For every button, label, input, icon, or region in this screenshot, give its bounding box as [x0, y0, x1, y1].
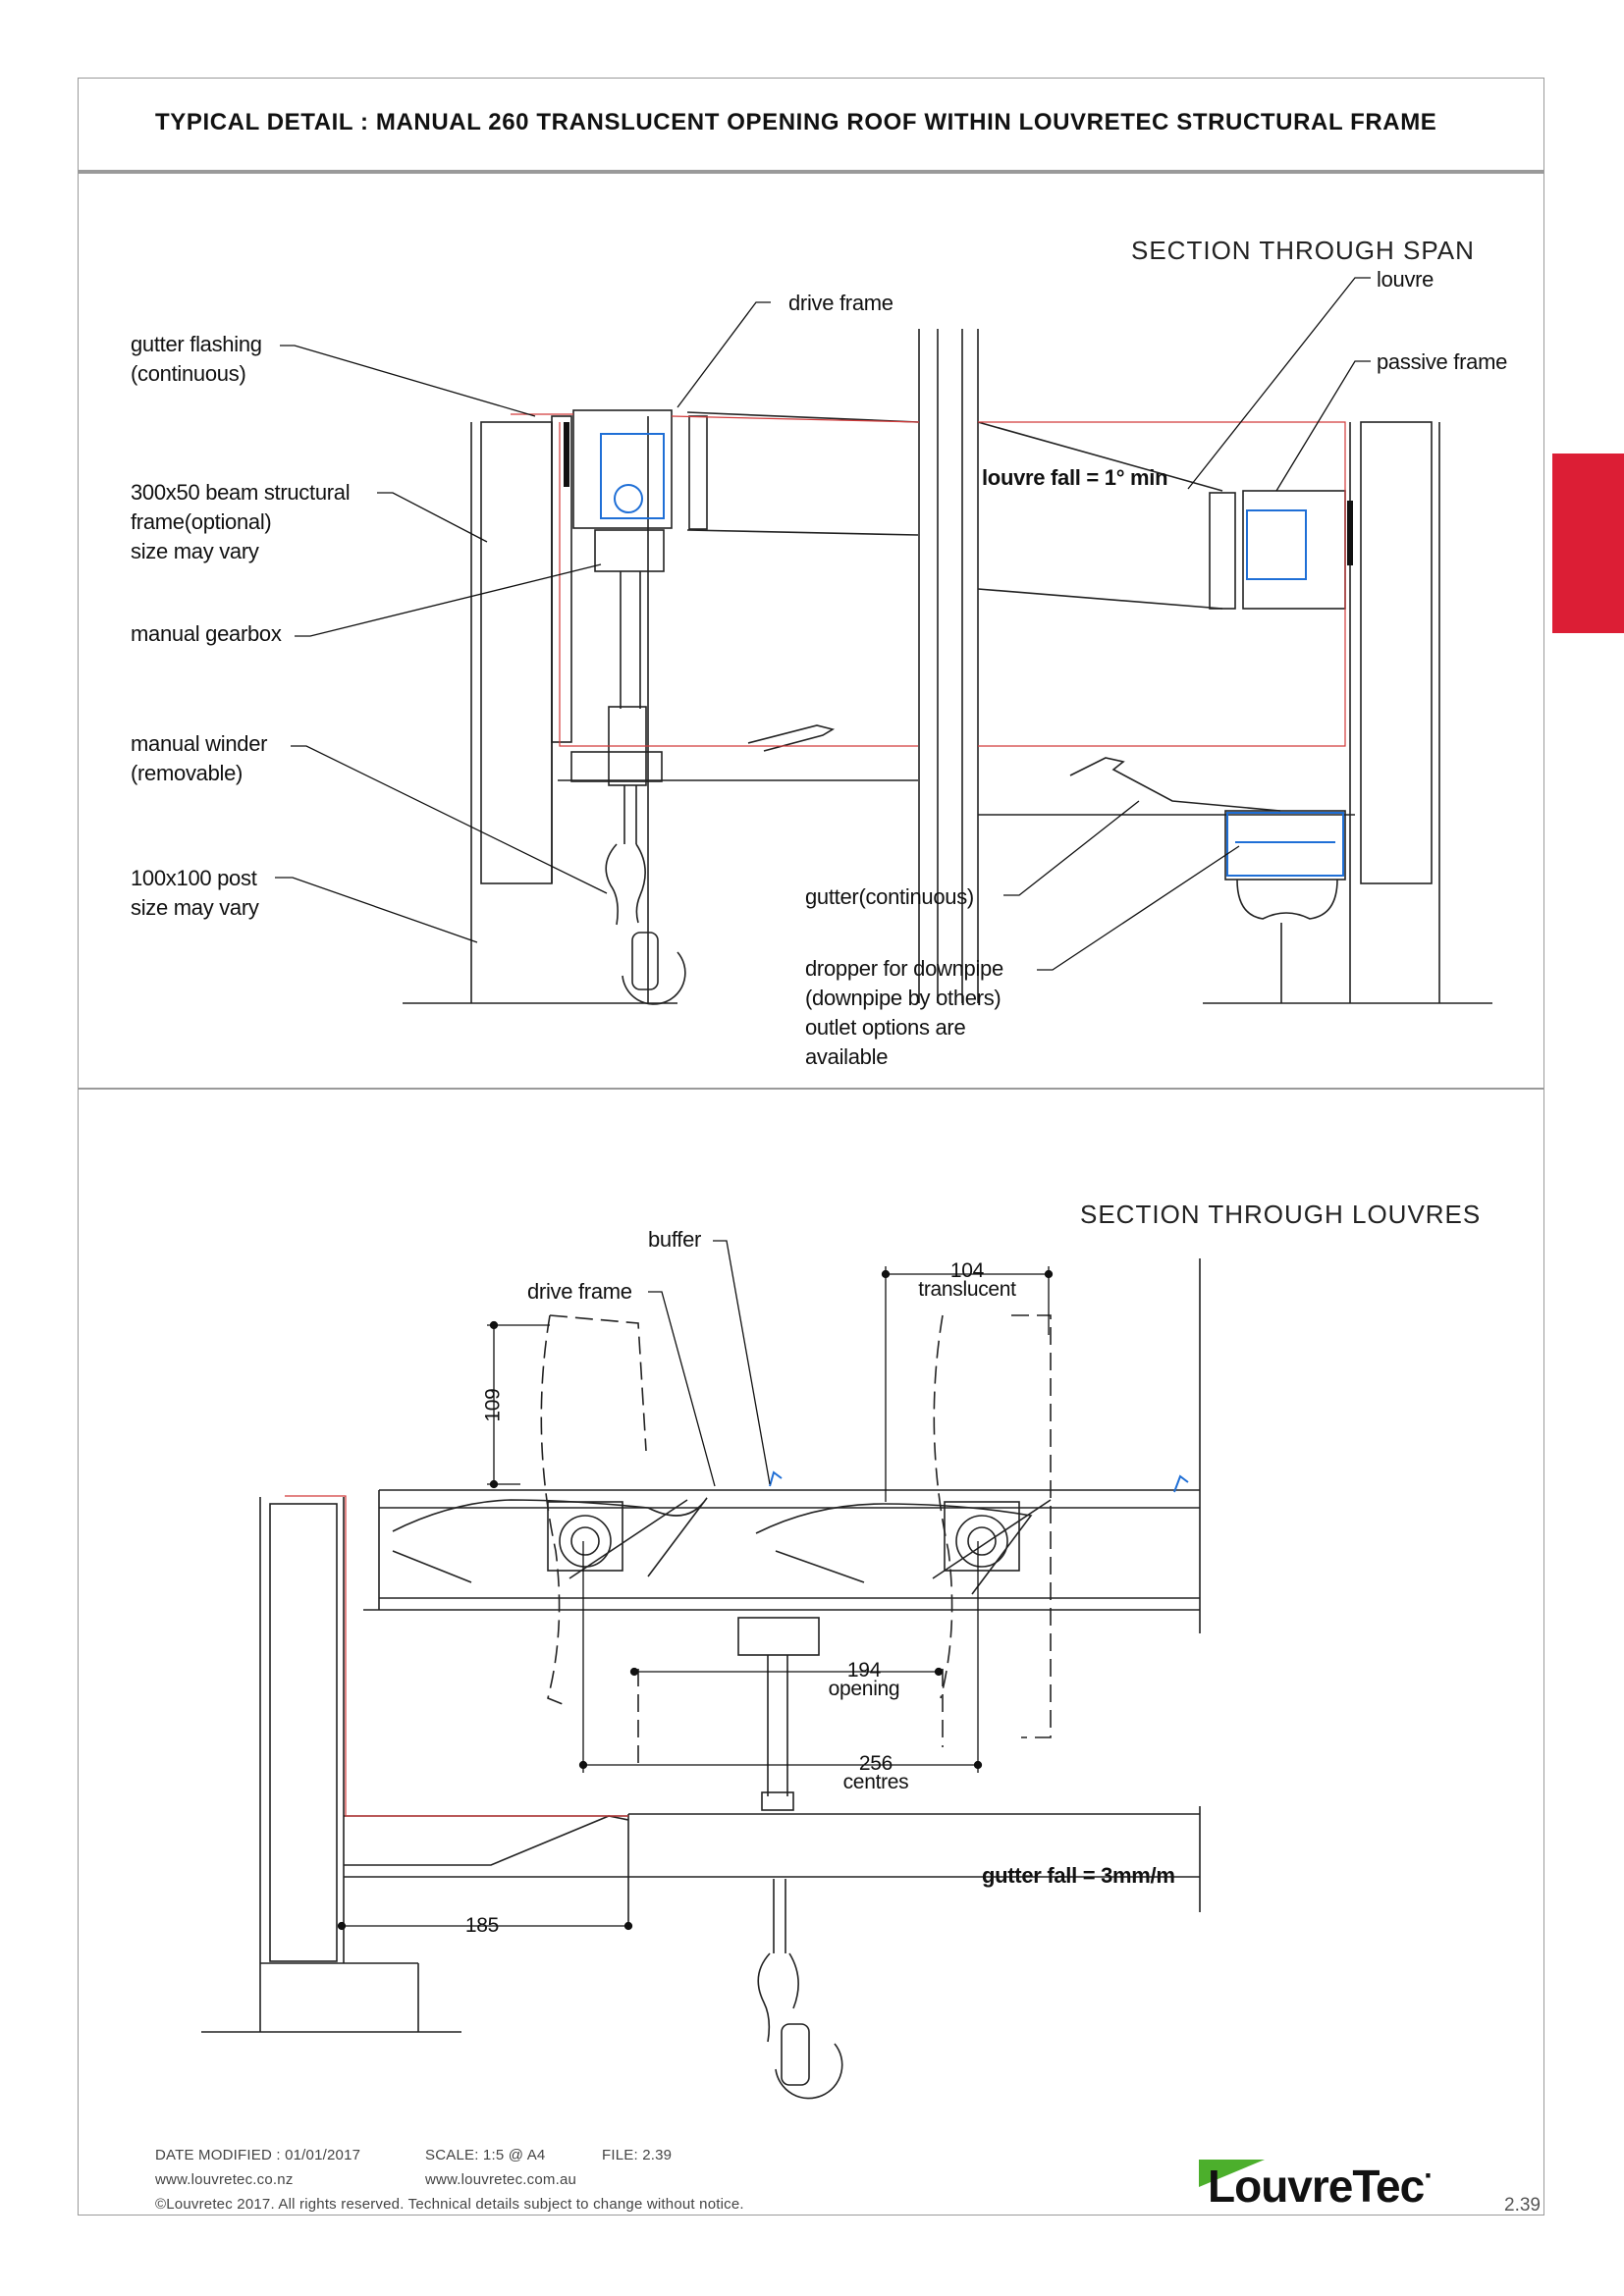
- brand-name: LouvreTec: [1208, 2161, 1425, 2212]
- dim-centres: 256 centres: [842, 1752, 909, 1793]
- label-manual-winder: manual winder(removable): [131, 731, 268, 785]
- dim-translucent: 104 translucent: [918, 1259, 1016, 1301]
- section-tab: [1552, 454, 1624, 633]
- drawing-title: TYPICAL DETAIL : MANUAL 260 TRANSLUCENT …: [155, 109, 1437, 135]
- dim-opening: 194 opening: [828, 1659, 900, 1700]
- footer-file: FILE: 2.39: [602, 2147, 673, 2163]
- section-divider: [78, 1088, 1544, 1090]
- brand-logo: LouvreTec·: [1208, 2160, 1434, 2213]
- span-section-title: SECTION THROUGH SPAN: [1131, 236, 1475, 265]
- footer-copyright: ©Louvretec 2017. All rights reserved. Te…: [155, 2196, 744, 2213]
- drive-frame-box: [572, 409, 673, 529]
- title-divider: [78, 170, 1544, 174]
- louvre-section-title: SECTION THROUGH LOUVRES: [1080, 1200, 1482, 1229]
- label-dropper: dropper for downpipe(downpipe by others)…: [805, 956, 1003, 1069]
- left-post: [480, 421, 553, 884]
- dim-height: 109: [481, 1388, 505, 1422]
- dropper-outlet: [1224, 810, 1346, 881]
- right-post: [1360, 421, 1433, 884]
- label-louvre: louvre: [1377, 267, 1435, 292]
- sheet-border: [78, 78, 1544, 2216]
- label-drive-frame-span: drive frame: [788, 291, 893, 315]
- label-gutter-fall: gutter fall = 3mm/m: [982, 1863, 1175, 1888]
- gearbox: [594, 529, 665, 572]
- passive-frame-box: [1242, 490, 1346, 610]
- brand-mark: ·: [1424, 2160, 1434, 2192]
- label-gutter-flashing: gutter flashing(continuous): [131, 332, 262, 386]
- label-drive-frame-louvre: drive frame: [527, 1279, 632, 1304]
- label-passive-frame: passive frame: [1377, 349, 1508, 374]
- drive-mechanism: [600, 433, 665, 519]
- label-gutter: gutter(continuous): [805, 884, 974, 909]
- page-number: 2.39: [1504, 2195, 1541, 2216]
- footer-date-modified: DATE MODIFIED : 01/01/2017: [155, 2147, 361, 2163]
- footer-scale: SCALE: 1:5 @ A4: [425, 2147, 546, 2163]
- span-section-drawing: [275, 277, 1492, 1005]
- footer-web-au[interactable]: www.louvretec.com.au: [425, 2171, 577, 2188]
- label-buffer: buffer: [648, 1227, 702, 1252]
- label-louvre-fall: louvre fall = 1° min: [982, 465, 1168, 490]
- footer-web-nz[interactable]: www.louvretec.co.nz: [155, 2171, 294, 2188]
- dim-offset: 185: [464, 1914, 500, 1937]
- label-manual-gearbox: manual gearbox: [131, 621, 282, 646]
